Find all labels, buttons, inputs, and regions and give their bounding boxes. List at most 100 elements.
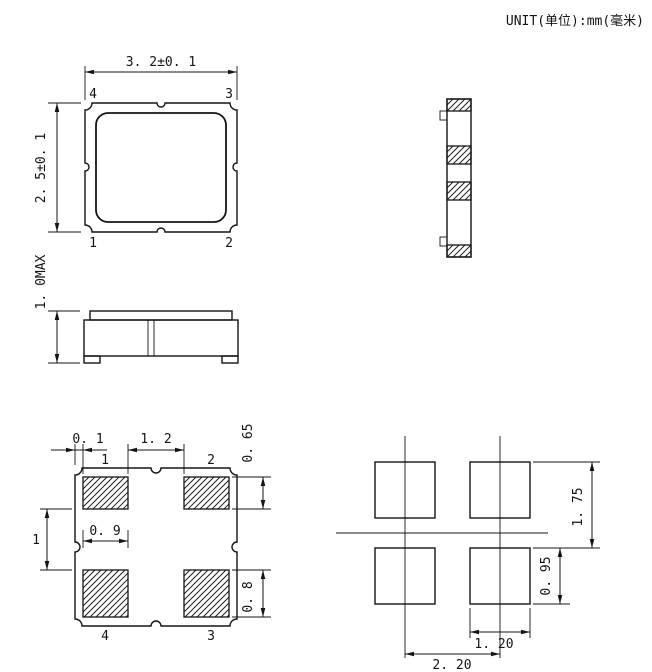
pin-number-2: 2 (207, 453, 215, 468)
hatch-line (183, 569, 221, 607)
dimension-arrow (470, 629, 479, 635)
hatch-line (82, 569, 108, 595)
cavity-outline (95, 112, 227, 223)
dimension-arrow (128, 447, 137, 453)
hatch-line (183, 569, 197, 583)
hatch-line (82, 569, 90, 577)
hatch-line (89, 578, 129, 618)
dim-land-pad-height-label: 0. 95 (539, 556, 554, 595)
dim-pad-gap (128, 447, 184, 453)
pin-number-4: 4 (89, 87, 97, 102)
hatch-line (101, 590, 129, 618)
side-view (439, 98, 472, 258)
hatch-line (183, 569, 227, 613)
land-pattern: 1. 75 0. 95 1. 20 2. 20 (336, 436, 600, 672)
dimension-arrow (491, 651, 500, 657)
dimension-arrow (557, 595, 563, 604)
body-outline (83, 319, 239, 357)
dim-row-pitch-label: 1. 75 (571, 487, 586, 526)
hatch-line (82, 569, 120, 607)
package-outline (84, 102, 238, 233)
bottom-outline (74, 467, 238, 627)
dimension-arrow (119, 538, 128, 544)
pin-number-1: 1 (101, 453, 109, 468)
hatch-line (82, 569, 114, 601)
hatch-line (458, 151, 472, 165)
hatch-electrode-lower (446, 181, 472, 201)
dimension-arrow (260, 500, 266, 509)
hatch-line (446, 145, 466, 165)
dim-land-pad-width-label: 1. 20 (474, 637, 513, 652)
pin-number-4: 4 (101, 629, 109, 644)
hatch-line (452, 145, 472, 165)
hatch-line (183, 569, 203, 589)
dimension-arrow (228, 69, 237, 75)
hatch-line (464, 104, 472, 112)
hatch-line (82, 476, 102, 496)
land-pad-bottom-right (469, 547, 531, 605)
hatch-line (183, 476, 191, 484)
hatch-line (452, 98, 466, 112)
dimension-arrow (54, 311, 60, 320)
dim-top-pad-height (260, 477, 266, 509)
front-view: 1. 0MAX (34, 254, 239, 364)
pin-number-1: 1 (89, 236, 97, 251)
hatch-line (92, 476, 126, 510)
dim-bottom-pad-height (260, 570, 266, 617)
hatch-line (116, 497, 129, 510)
hatch-line (183, 476, 209, 502)
dim-land-pad-width (470, 629, 530, 635)
dimension-arrow (54, 354, 60, 363)
hatch-line (452, 244, 466, 258)
hatch-electrode-upper (446, 145, 472, 165)
hatch-line (104, 485, 129, 510)
bottom-view: 1 2 4 3 0. 1 1. 2 0. 65 0. 9 1 0. 8 (32, 423, 271, 644)
hatch-line (82, 476, 90, 484)
hatch-line (184, 572, 230, 618)
hatch-line (196, 584, 230, 618)
pad-3-hatch (183, 569, 230, 618)
dimension-arrow (54, 223, 60, 232)
dimension-arrow (557, 548, 563, 557)
dimension-arrow (521, 629, 530, 635)
dim-col-pitch-label: 2. 20 (432, 658, 471, 672)
hatch-line (83, 572, 129, 618)
hatch-line (211, 491, 230, 510)
hatch-line (82, 569, 126, 613)
hatch-line (208, 596, 230, 618)
side-body-outline (446, 98, 472, 258)
dim-top-pad-height-label: 0. 65 (241, 423, 256, 462)
hatch-line (446, 145, 454, 153)
hatch-line (82, 476, 96, 490)
hatch-line (183, 569, 191, 577)
hatch-line (82, 476, 108, 502)
dimension-arrow (44, 561, 50, 570)
dimension-arrow (54, 103, 60, 112)
hatch-line (464, 193, 472, 201)
hatch-line (226, 614, 230, 618)
hatch-line (464, 250, 472, 258)
hatch-line (113, 602, 129, 618)
dim-col-pitch (405, 651, 500, 657)
dimension-arrow (175, 447, 184, 453)
hatch-line (446, 145, 460, 159)
hatch-line (446, 181, 454, 189)
dimension-arrow (44, 509, 50, 518)
dim-max-height-label: 1. 0MAX (34, 254, 49, 309)
hatch-line (82, 569, 102, 589)
lid-outline (89, 310, 233, 321)
hatch-line (458, 244, 472, 258)
hatch-line (199, 479, 230, 510)
terminal-foot (83, 355, 101, 364)
dim-body-height (54, 103, 60, 232)
pin-number-2: 2 (225, 236, 233, 251)
hatch-bottom-cap (446, 244, 472, 258)
pin-number-3: 3 (225, 87, 233, 102)
hatch-line (202, 590, 230, 618)
dim-pad-width (83, 538, 128, 544)
lid-tab (439, 236, 448, 247)
hatch-line (446, 244, 454, 252)
dim-edge-offset-label: 0. 1 (72, 432, 103, 447)
